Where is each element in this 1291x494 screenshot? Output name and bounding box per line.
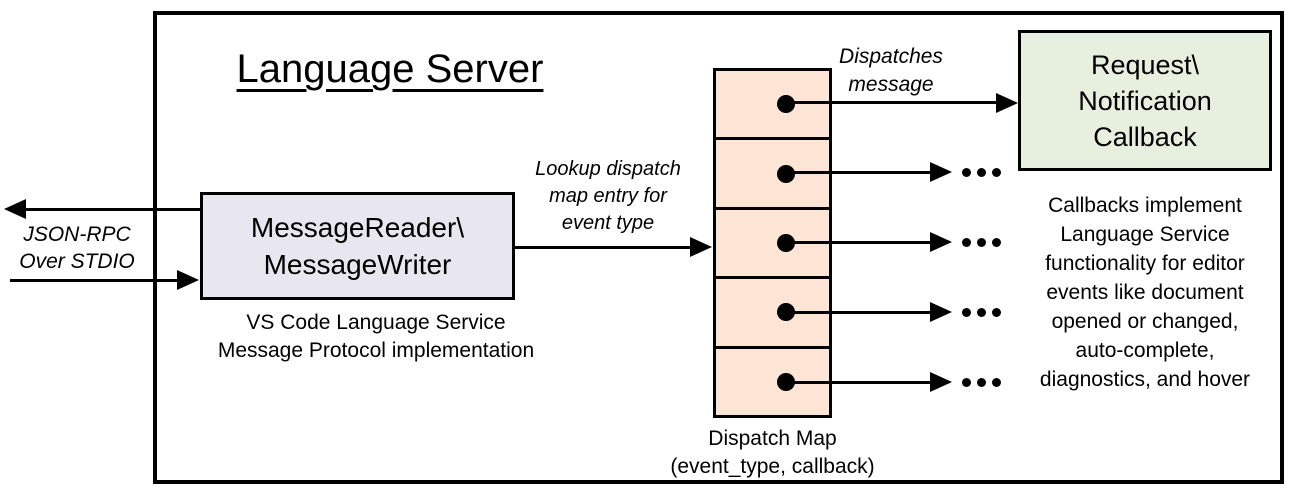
dispatch-arrowhead-icon-2 bbox=[930, 162, 952, 182]
dispatch-map-cell bbox=[716, 276, 829, 346]
dispatches-label-line1: Dispatches bbox=[839, 45, 943, 68]
callback-box-line1: Request\ bbox=[1090, 49, 1200, 80]
dispatch-arrow-line-1 bbox=[786, 101, 998, 104]
callbacks-note-line: events like document bbox=[1046, 281, 1244, 304]
lookup-label-line2: map entry for bbox=[549, 185, 667, 207]
ellipsis-icon bbox=[962, 378, 1001, 387]
dispatch-map bbox=[713, 68, 832, 418]
callbacks-note-line: functionality for editor bbox=[1045, 252, 1245, 275]
dispatch-arrowhead-icon-5 bbox=[930, 372, 952, 392]
dispatch-arrow-line-4 bbox=[786, 311, 932, 314]
dispatch-arrowhead-icon-3 bbox=[930, 232, 952, 252]
dispatch-arrow-line-3 bbox=[786, 241, 932, 244]
reader-caption: VS Code Language Service Message Protoco… bbox=[211, 309, 541, 365]
lookup-arrowhead-icon bbox=[690, 237, 712, 257]
page-title-text: Language Server bbox=[236, 47, 544, 91]
dispatch-map-label: Dispatch Map (event_type, callback) bbox=[655, 425, 890, 481]
dispatch-arrowhead-icon-4 bbox=[930, 302, 952, 322]
json-rpc-label-line1: JSON-RPC bbox=[23, 223, 131, 246]
lookup-label-line3: event type bbox=[561, 212, 655, 234]
dispatches-message-label: Dispatches message bbox=[832, 43, 950, 99]
dispatch-map-label-line1: Dispatch Map bbox=[708, 427, 837, 450]
message-reader-writer-box: MessageReader\ MessageWriter bbox=[200, 192, 515, 300]
callbacks-note-line: opened or changed, bbox=[1051, 310, 1239, 333]
callbacks-note-line: diagnostics, and hover bbox=[1039, 368, 1251, 391]
dispatch-arrowhead-icon-1 bbox=[996, 93, 1018, 113]
ellipsis-icon bbox=[962, 308, 1001, 317]
ellipsis-icon bbox=[962, 238, 1001, 247]
reader-caption-line2: Message Protocol implementation bbox=[217, 339, 535, 362]
dispatches-label-line2: message bbox=[848, 73, 934, 96]
pointer-dot-icon bbox=[777, 95, 795, 114]
lookup-arrow-line bbox=[515, 246, 691, 249]
dispatch-map-cell bbox=[716, 71, 829, 138]
dispatch-map-label-line2: (event_type, callback) bbox=[670, 455, 875, 478]
message-reader-line: MessageReader\ bbox=[250, 212, 465, 243]
stdio-in-arrow-line bbox=[10, 279, 178, 282]
lookup-label: Lookup dispatch map entry for event type bbox=[518, 156, 698, 237]
callbacks-note-line: Language Service bbox=[1060, 223, 1230, 246]
callback-box-line3: Callback bbox=[1093, 121, 1197, 152]
callbacks-note: Callbacks implement Language Service fun… bbox=[1012, 191, 1278, 394]
dispatch-arrow-line-5 bbox=[786, 381, 932, 384]
stdio-out-arrow-line bbox=[24, 208, 200, 211]
request-notification-callback-box: Request\ Notification Callback bbox=[1018, 30, 1272, 171]
callbacks-note-line: Callbacks implement bbox=[1048, 194, 1242, 217]
language-server-box bbox=[153, 11, 1284, 484]
ellipsis-icon bbox=[962, 168, 1001, 177]
stdio-in-arrowhead-icon bbox=[177, 270, 199, 290]
reader-caption-line1: VS Code Language Service bbox=[246, 311, 506, 334]
dispatch-arrow-line-2 bbox=[786, 171, 932, 174]
lookup-label-line1: Lookup dispatch bbox=[535, 158, 681, 180]
page-title: Language Server bbox=[180, 47, 600, 92]
stdio-out-arrowhead-icon bbox=[4, 199, 26, 219]
callbacks-note-line: auto-complete, bbox=[1075, 339, 1215, 362]
json-rpc-label-line2: Over STDIO bbox=[19, 250, 135, 273]
json-rpc-label: JSON-RPC Over STDIO bbox=[8, 221, 146, 275]
message-writer-line: MessageWriter bbox=[263, 249, 452, 280]
dispatch-map-cell bbox=[716, 345, 829, 416]
callback-box-line2: Notification bbox=[1078, 85, 1212, 116]
